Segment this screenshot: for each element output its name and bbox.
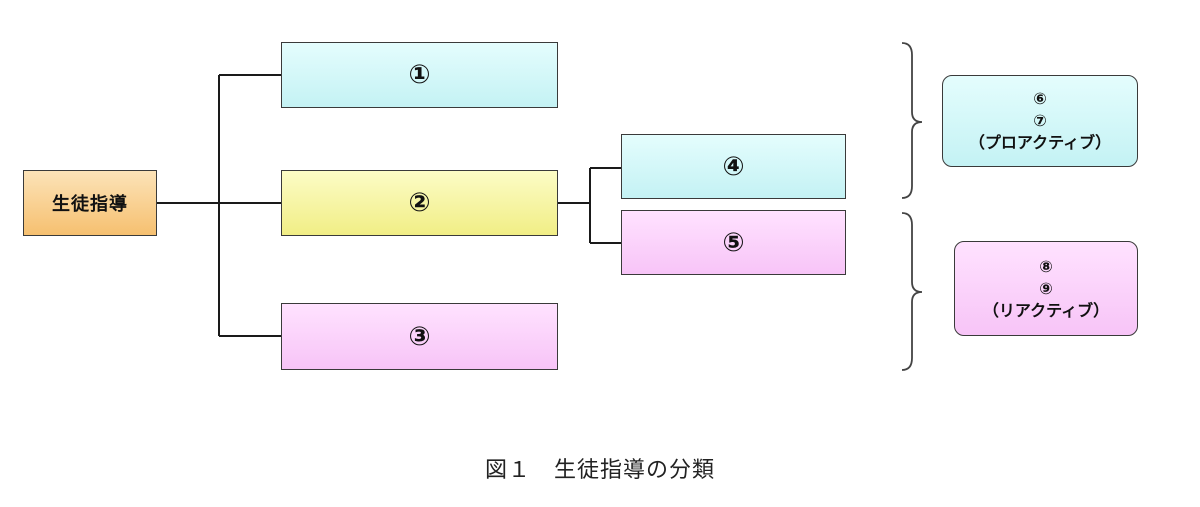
branch-node-2: ②: [281, 170, 558, 236]
brace-lower: [901, 212, 923, 371]
root-node: 生徒指導: [23, 170, 157, 236]
group-reactive-line3: （リアクティブ）: [982, 300, 1110, 320]
root-label: 生徒指導: [52, 194, 128, 215]
branch-label-3: ③: [408, 321, 431, 352]
sub-branch-node-4: ④: [621, 134, 846, 199]
branch-node-3: ③: [281, 303, 558, 370]
group-proactive-line2: ⑦: [1033, 111, 1047, 130]
group-reactive-line2: ⑨: [1039, 278, 1053, 298]
branch-node-1: ①: [281, 42, 558, 108]
group-proactive: ⑥ ⑦ （プロアクティブ）: [942, 75, 1138, 167]
sub-branch-label-4: ④: [722, 151, 745, 182]
brace-upper: [901, 42, 923, 199]
group-proactive-line1: ⑥: [1033, 89, 1047, 108]
branch-label-2: ②: [408, 188, 431, 218]
sub-branch-node-5: ⑤: [621, 210, 846, 275]
figure-caption: 図１ 生徒指導の分類: [484, 458, 715, 483]
branch-label-1: ①: [408, 60, 431, 90]
group-reactive-line1: ⑧: [1039, 256, 1053, 276]
group-reactive: ⑧ ⑨ （リアクティブ）: [954, 241, 1138, 336]
group-proactive-line3: （プロアクティブ）: [968, 133, 1112, 152]
sub-branch-label-5: ⑤: [722, 227, 745, 258]
